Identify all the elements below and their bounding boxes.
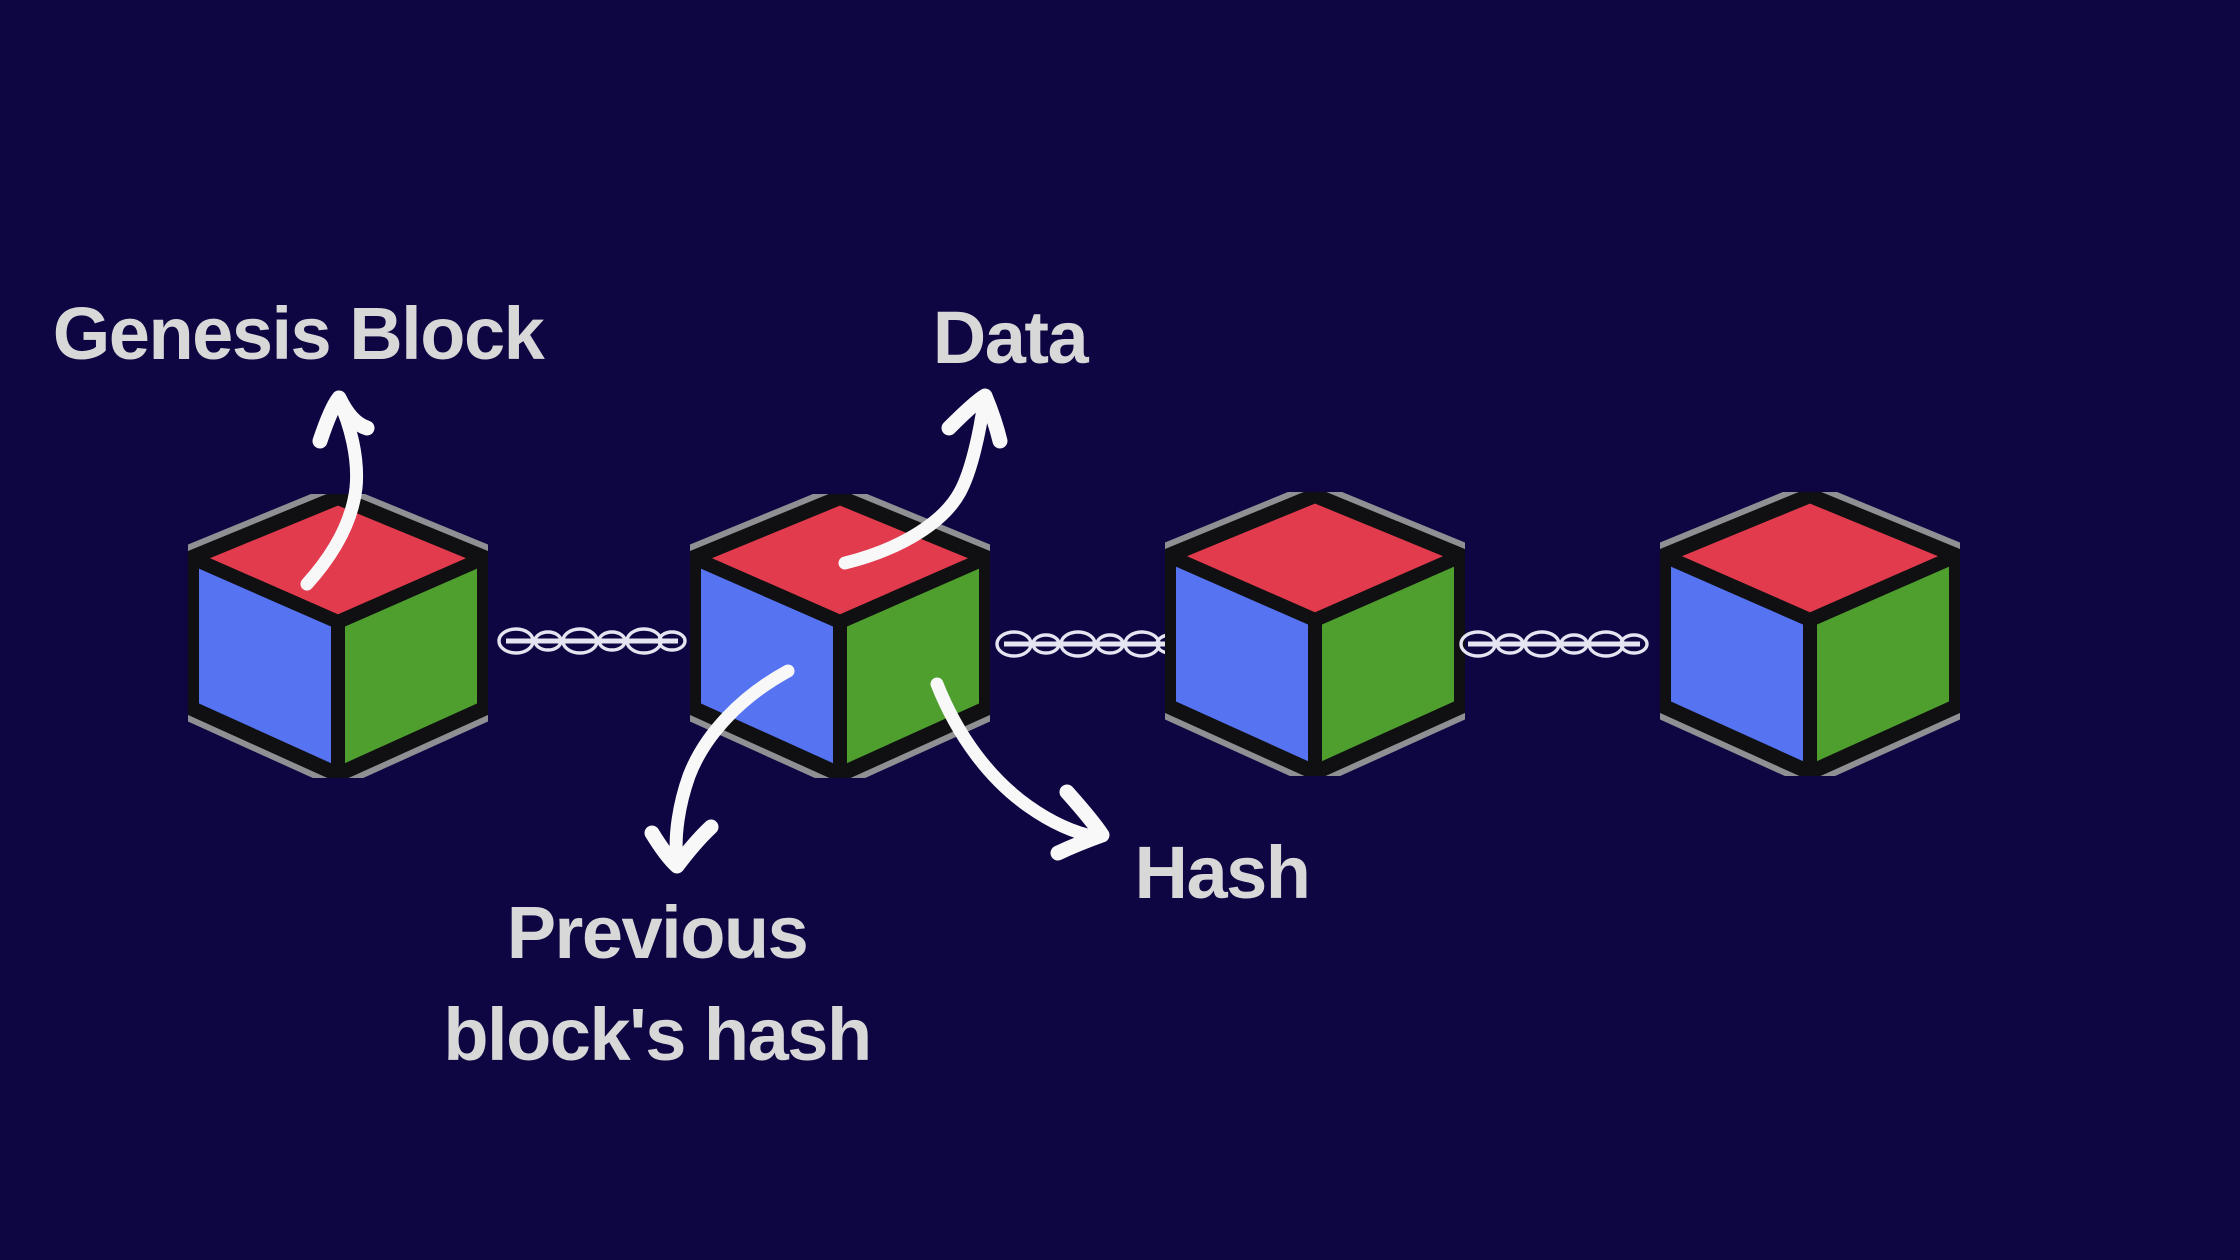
hash-label: Hash: [1134, 830, 1311, 914]
genesis-arrow: [300, 390, 375, 591]
chain-ring: [625, 627, 663, 655]
hash-arrow: [930, 677, 1110, 861]
block-4-cube: [1660, 492, 1960, 776]
chain-ring: [1059, 630, 1097, 658]
chain-ring: [995, 630, 1033, 658]
chain-ring: [1095, 633, 1125, 655]
chain-link-2: [995, 630, 1185, 658]
data-label: Data: [932, 295, 1089, 379]
previous-block-hash-label-line2: block's hash: [443, 993, 872, 1076]
chain-ring: [597, 630, 627, 652]
cube-right-face: [1308, 549, 1465, 776]
chain-ring: [1123, 630, 1161, 658]
previous-block-hash-label-line1: Previous: [506, 890, 809, 974]
cube-right-face: [331, 551, 488, 778]
genesis-block-cube: [188, 494, 488, 778]
chain-ring: [1559, 633, 1589, 655]
previous-block-hash-label: Previous block's hash: [443, 882, 872, 1086]
chain-ring: [657, 630, 687, 652]
chain-ring: [1459, 630, 1497, 658]
previous-block-hash-arrow: [644, 664, 795, 874]
chain-link-1: [497, 627, 687, 655]
genesis-block-label: Genesis Block: [52, 291, 545, 375]
block-3-cube: [1165, 492, 1465, 776]
chain-ring: [1619, 633, 1649, 655]
chain-ring: [1587, 630, 1625, 658]
cube-right-face: [1803, 549, 1960, 776]
chain-ring: [1523, 630, 1561, 658]
chain-ring: [497, 627, 535, 655]
chain-ring: [1031, 633, 1061, 655]
chain-ring: [561, 627, 599, 655]
chain-ring: [533, 630, 563, 652]
chain-link-3: [1459, 630, 1649, 658]
data-arrow: [838, 388, 1008, 570]
chain-ring: [1495, 633, 1525, 655]
